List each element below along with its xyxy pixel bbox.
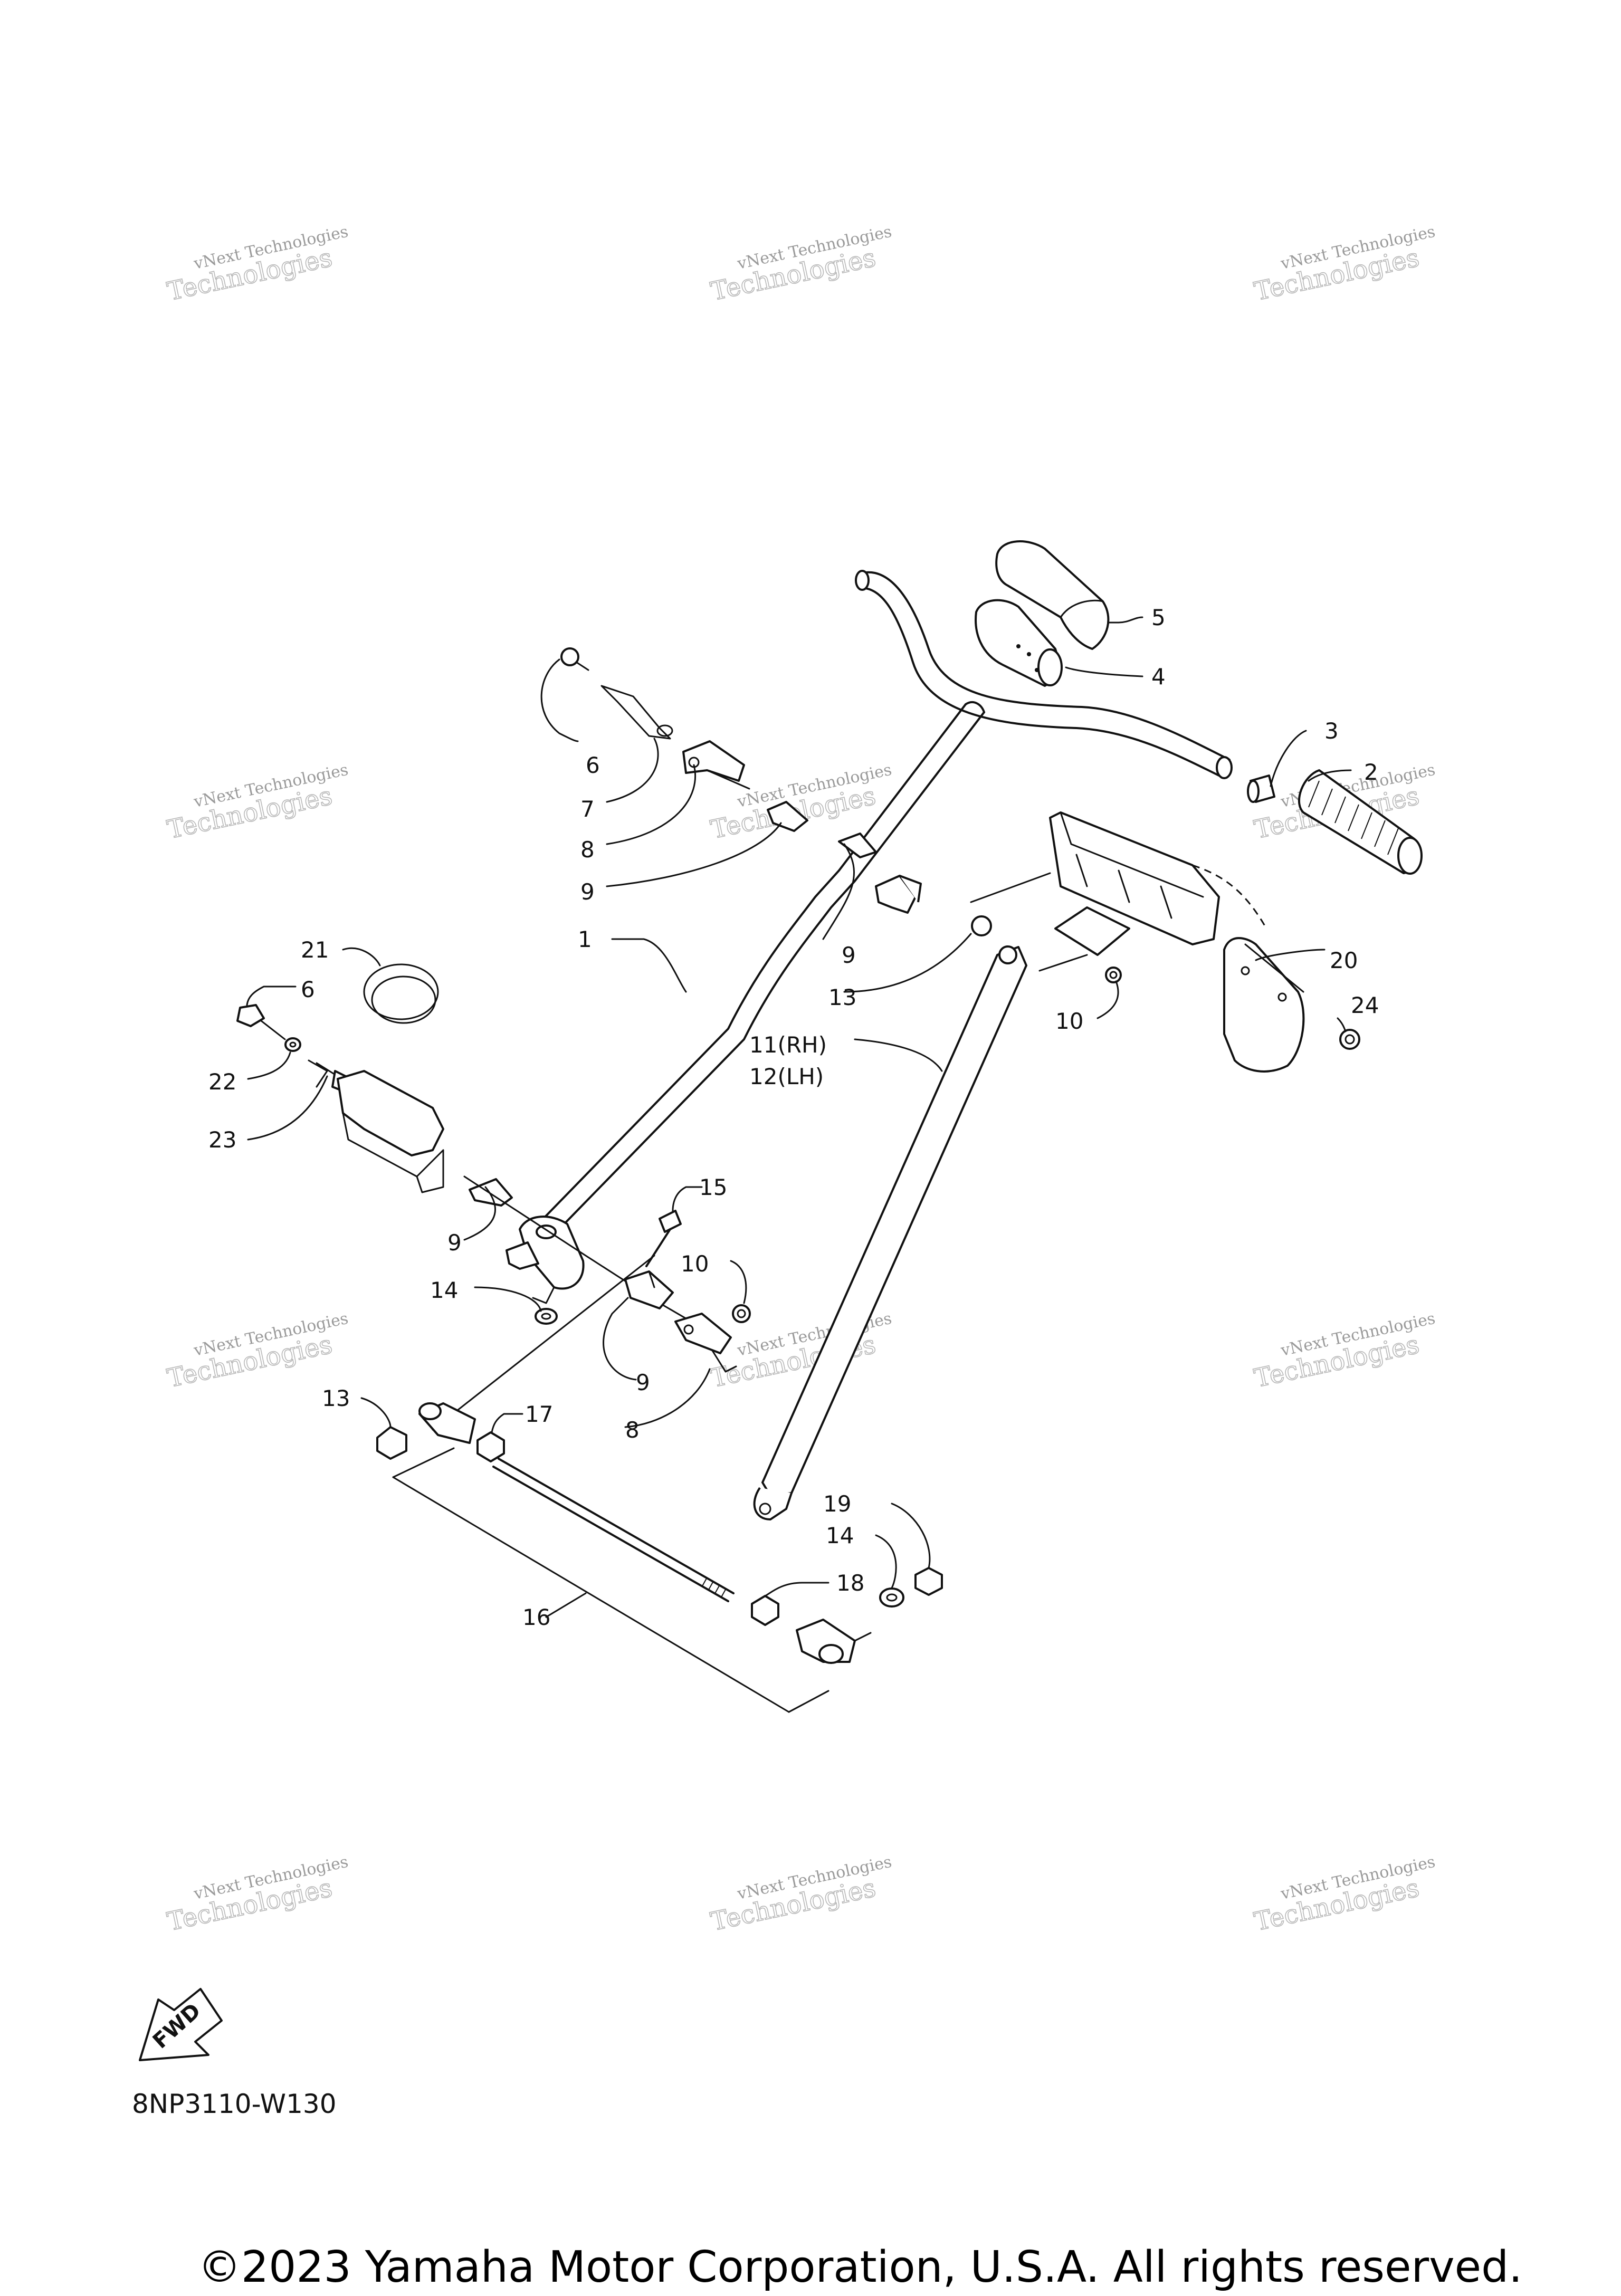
watermark: vNext Technologies Technologies — [708, 1853, 893, 1937]
tie-rod — [492, 1458, 735, 1602]
callout-13-lower: 13 — [322, 1385, 350, 1411]
callout-18: 18 — [836, 1570, 864, 1596]
cap-13-lower — [376, 1426, 407, 1460]
washer-14-right — [879, 1587, 904, 1608]
callout-8-lower: 8 — [625, 1417, 640, 1443]
copyright: ©2023 Yamaha Motor Corporation, U.S.A. A… — [198, 2242, 1522, 2292]
cap-13-upper — [971, 915, 992, 936]
tie-rod-end-left — [418, 1402, 476, 1444]
callout-19: 19 — [823, 1491, 851, 1517]
steering-handle — [519, 570, 1233, 1304]
callout-24: 24 — [1351, 992, 1379, 1018]
spring-clip — [600, 685, 673, 740]
grip — [1298, 769, 1423, 875]
callout-2: 2 — [1364, 759, 1378, 785]
callout-17: 17 — [525, 1401, 553, 1427]
handle-cover-5 — [995, 540, 1110, 650]
upper-bolt — [560, 647, 589, 671]
diagram-code: 8NP3110-W130 — [132, 2089, 337, 2119]
callout-5: 5 — [1151, 605, 1166, 630]
callout-10-lower: 10 — [681, 1251, 709, 1277]
lower-bolt — [236, 1004, 286, 1040]
tie-rod-end-right — [796, 1619, 872, 1664]
callout-3: 3 — [1324, 718, 1339, 744]
callout-9-upper-left: 9 — [580, 879, 595, 905]
callout-10-upper: 10 — [1055, 1008, 1083, 1034]
assembly-bracket-16 — [392, 1447, 829, 1713]
nut-18 — [751, 1595, 779, 1626]
upper-holder-8 — [682, 740, 750, 790]
right-bracket — [970, 811, 1267, 972]
pivot-line — [432, 1175, 724, 1431]
callout-1: 1 — [578, 926, 592, 952]
handle-cover-4 — [975, 599, 1063, 687]
parts: 5 4 3 2 6 7 8 9 9 1 13 10 11(RH) 12(LH) … — [208, 540, 1423, 1713]
bolt-15 — [645, 1210, 682, 1267]
callout-7: 7 — [580, 796, 595, 822]
callout-6-upper: 6 — [586, 752, 600, 778]
callout-20: 20 — [1330, 948, 1358, 973]
callout-labels: 5 4 3 2 6 7 8 9 9 1 13 10 11(RH) 12(LH) … — [208, 605, 1379, 1630]
callout-23: 23 — [208, 1127, 236, 1153]
lower-holder-9d — [624, 1270, 674, 1309]
side-plate — [1223, 937, 1305, 1073]
watermark: vNext Technologies Technologies — [1251, 223, 1437, 307]
callout-13-upper: 13 — [828, 984, 856, 1010]
callout-16: 16 — [522, 1604, 550, 1630]
clamp-band — [363, 963, 439, 1024]
callout-21: 21 — [301, 937, 329, 963]
nut-19 — [914, 1567, 943, 1596]
fwd-arrow: FWD — [139, 1988, 223, 2061]
callout-9-lower-left: 9 — [447, 1230, 462, 1256]
nut-17 — [476, 1431, 505, 1462]
callout-15: 15 — [699, 1174, 727, 1200]
watermark: vNext Technologies Technologies — [164, 1853, 350, 1937]
callout-9-upper-right: 9 — [842, 942, 856, 968]
callout-22: 22 — [208, 1069, 236, 1095]
lower-holder-8b — [674, 1313, 737, 1373]
watermark: vNext Technologies Technologies — [1251, 1853, 1437, 1937]
upper-holder-9b — [875, 875, 922, 914]
watermark: vNext Technologies Technologies — [164, 761, 350, 845]
callout-6-lower: 6 — [301, 977, 315, 1002]
nut-24 — [1339, 1029, 1360, 1050]
nut-10-lower — [732, 1304, 751, 1323]
left-bracket — [337, 1070, 444, 1193]
callout-14-left: 14 — [430, 1277, 458, 1303]
callout-8-upper: 8 — [580, 837, 595, 863]
washer-22 — [284, 1037, 301, 1052]
brace-rod — [753, 945, 1027, 1520]
watermark: vNext Technologies Technologies — [1251, 1309, 1437, 1394]
nut-10-upper — [1105, 967, 1122, 983]
callout-11-rh: 11(RH) — [749, 1032, 827, 1058]
upper-holder-9a — [767, 801, 877, 858]
grip-collar — [1247, 774, 1275, 803]
watermark: vNext Technologies Technologies — [164, 223, 350, 307]
watermark: vNext Technologies Technologies — [708, 223, 893, 307]
leader-lines — [246, 616, 1352, 1618]
washer-14-left — [535, 1308, 558, 1325]
callout-12-lh: 12(LH) — [749, 1064, 824, 1089]
callout-14-right: 14 — [826, 1523, 854, 1548]
callout-4: 4 — [1151, 664, 1166, 690]
callout-9-lower-right: 9 — [636, 1370, 650, 1395]
watermark: vNext Technologies Technologies — [164, 1309, 350, 1394]
lower-holder-9c — [469, 1178, 539, 1270]
